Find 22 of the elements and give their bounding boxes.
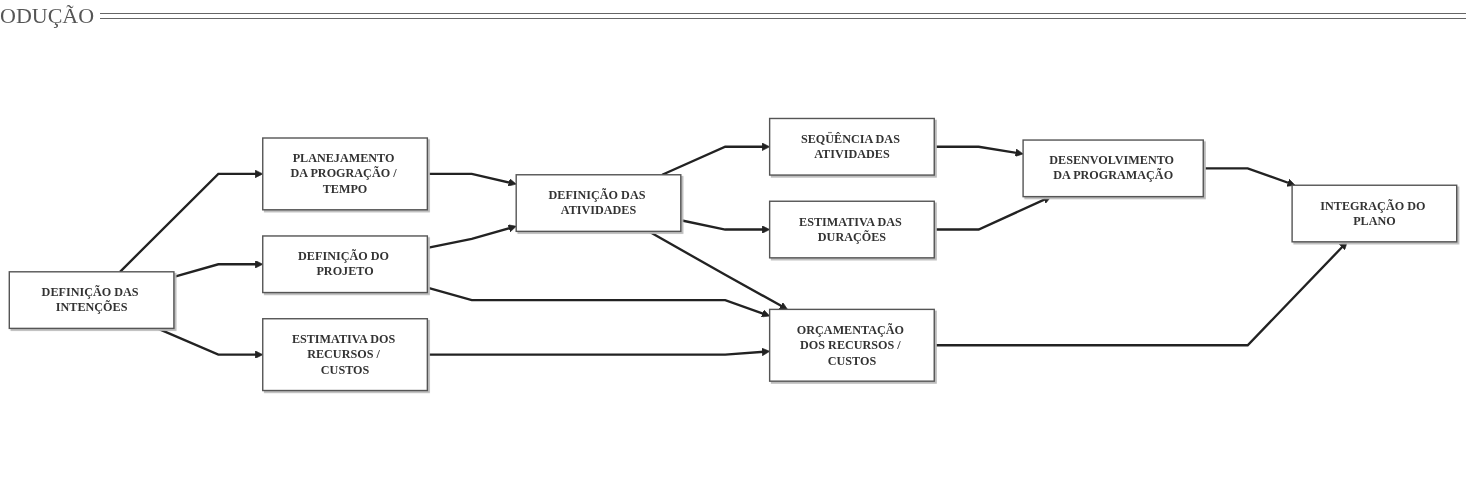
arrow	[680, 218, 770, 234]
arrow	[934, 240, 1348, 346]
node-box: DEFINIÇÃO DO PROJETO	[262, 234, 429, 293]
arrow	[647, 229, 788, 310]
node-box: DEFINIÇÃO DAS ATIVIDADES	[515, 173, 682, 232]
node-box: ESTIMATIVA DOS RECURSOS / CUSTOS	[262, 317, 429, 391]
node-box: ORÇAMENTAÇÃO DOS RECURSOS / CUSTOS	[768, 308, 935, 382]
node-box: SEQÜÊNCIA DAS ATIVIDADES	[768, 117, 935, 176]
arrow	[934, 145, 1024, 157]
arrow	[427, 223, 517, 249]
node-box: PLANEJAMENTO DA PROGRAÇÃO / TEMPO	[262, 136, 429, 210]
node-box: DESENVOLVIMENTO DA PROGRAMAÇÃO	[1022, 138, 1204, 197]
arrow	[1203, 166, 1296, 187]
running-header: ODUÇÃO	[0, 4, 95, 28]
arrow	[661, 142, 770, 176]
arrow	[427, 347, 770, 356]
arrow	[427, 172, 517, 186]
node-box: DEFINIÇÃO DAS INTENÇÕES	[8, 270, 175, 329]
arrow	[934, 195, 1052, 231]
arrow	[427, 285, 770, 317]
node-box: ESTIMATIVA DAS DURAÇÕES	[768, 200, 935, 259]
node-box: INTEGRAÇÃO DO PLANO	[1291, 184, 1458, 242]
